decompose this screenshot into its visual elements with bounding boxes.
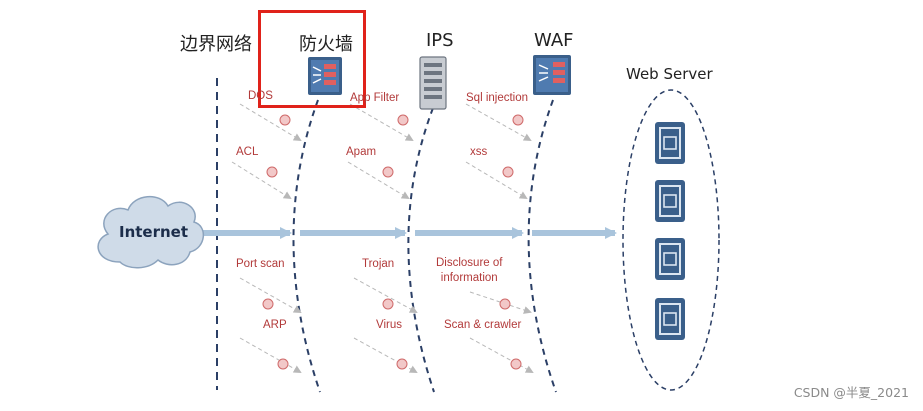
web-server-icon-1 (655, 122, 685, 164)
threat-port-scan: Port scan (236, 258, 285, 270)
web-server-icon-3 (655, 238, 685, 280)
waf-label: WAF (534, 30, 574, 51)
ips-server-icon (419, 56, 447, 110)
blocked-marker-icon (266, 166, 278, 178)
ips-label: IPS (426, 30, 454, 51)
web-server-label: Web Server (626, 65, 713, 83)
web-server-icon-4 (655, 298, 685, 340)
threat-arrows (231, 103, 534, 373)
csdn-watermark: CSDN @半夏_2021 (793, 385, 909, 400)
threat-disclosure-line-1: Disclosure of (436, 257, 503, 269)
blocked-marker-icon (502, 166, 514, 178)
firewall-label: 防火墙 (299, 34, 353, 55)
threat-virus: Virus (376, 319, 402, 331)
waf-device-icon (533, 55, 571, 95)
blocked-marker-icon (277, 358, 289, 370)
blocked-markers (262, 114, 524, 370)
blocked-marker-icon (279, 114, 291, 126)
threat-apam: Apam (346, 146, 377, 158)
blocked-marker-icon (510, 358, 522, 370)
web-server-group (622, 89, 720, 391)
waf-defense-line (527, 99, 557, 393)
boundary-network-label: 边界网络 (180, 34, 252, 55)
threat-scan-crawler: Scan & crawler (444, 319, 522, 331)
internet-cloud-icon (97, 196, 204, 269)
threat-app-filter: App Filter (350, 92, 400, 104)
threat-acl: ACL (236, 146, 259, 158)
threat-disclosure-of-information: Disclosure of information (436, 256, 502, 286)
blocked-marker-icon (397, 114, 409, 126)
firewall-defense-line (292, 99, 321, 393)
firewall-highlight-box (258, 10, 366, 108)
blocked-marker-icon (262, 298, 274, 310)
ips-defense-line (407, 107, 435, 393)
web-server-icon-2 (655, 180, 685, 222)
firewall-device-icon (308, 57, 342, 95)
blocked-marker-icon (382, 166, 394, 178)
blocked-marker-icon (396, 358, 408, 370)
threat-xss: xss (470, 146, 488, 158)
threat-trojan: Trojan (362, 258, 395, 270)
blocked-marker-icon (512, 114, 524, 126)
threat-sql-injection: Sql injection (466, 92, 529, 104)
internet-label: Internet (119, 223, 189, 241)
blocked-marker-icon (382, 298, 394, 310)
threat-disclosure-line-2: information (440, 272, 498, 284)
threat-arp: ARP (263, 319, 287, 331)
threat-dos: DOS (248, 90, 273, 102)
blocked-marker-icon (499, 298, 511, 310)
